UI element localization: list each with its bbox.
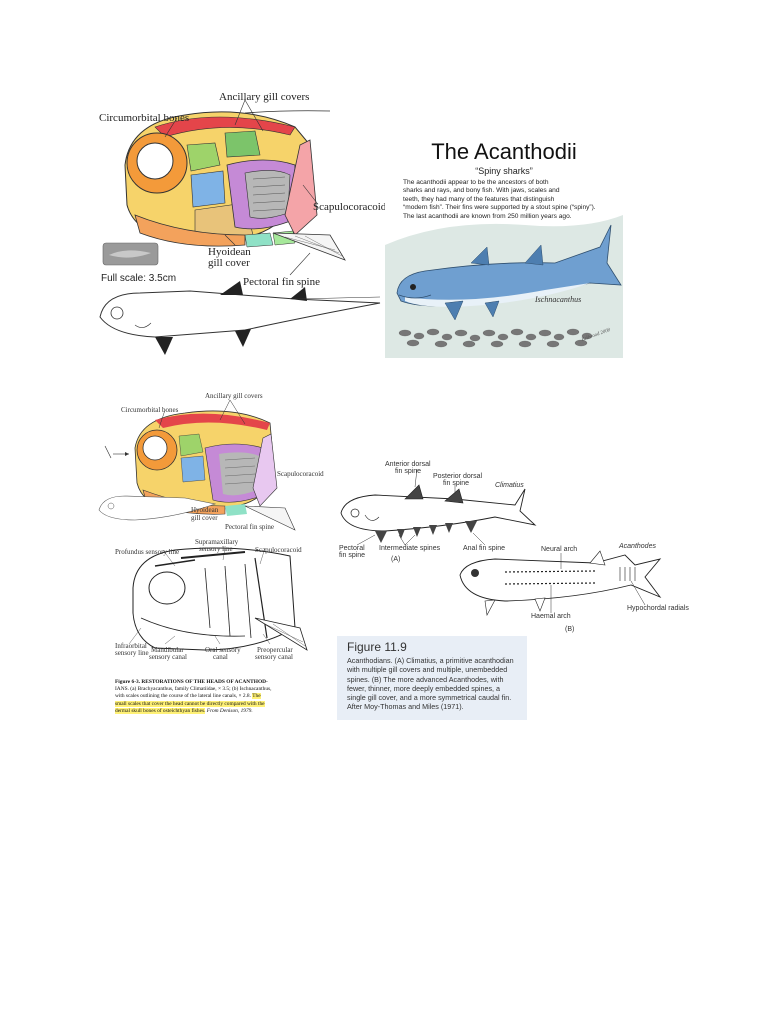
label-anterior-dorsal: Anterior dorsal: [385, 461, 431, 468]
figure-6-3: Ancillary gill covers Circumorbital bone…: [95, 388, 335, 678]
label-scapulocoracoid: Scapulocoracoid: [277, 470, 324, 478]
ischnacanthus-illustration: [385, 215, 623, 358]
acanthodii-line: The acanthodii appear to be the ancestor…: [403, 179, 549, 186]
label-part-b: (B): [565, 626, 575, 633]
caption-line: After Moy-Thomas and Miles (1971).: [347, 702, 464, 712]
acanthodii-line: sharks and rays, and bony fish. With jaw…: [403, 187, 560, 195]
caption-source: From Denison, 1979.: [205, 707, 253, 714]
acanthodii-subtitle: “Spiny sharks”: [475, 166, 533, 176]
caption-line: spines. (B) The more advanced Acanthodes…: [347, 674, 504, 684]
label-gill-cover: gill cover: [191, 514, 218, 522]
label-anal-fin-spine: Anal fin spine: [463, 545, 506, 552]
label-posterior-dorsal: Posterior dorsal: [433, 473, 483, 480]
label-hypochordal-radials: Hypochordal radials: [627, 605, 689, 612]
label-pectoral-fin-spine: fin spine: [339, 552, 366, 559]
label-hyoidean: Hyoidean: [208, 246, 251, 258]
figure-11-9-caption-box: Figure 11.9 Acanthodians. (A) Climatius,…: [337, 636, 527, 720]
figure-11-9-caption: Acanthodians. (A) Climatius, a primitive…: [347, 656, 514, 712]
label-preopercular: Preopercular: [257, 646, 293, 654]
label-climatius: Climatius: [495, 482, 524, 489]
figure-6-3-caption: Figure 6-3. RESTORATIONS OF THE HEADS OF…: [115, 679, 327, 715]
acanthodii-line: The last acanthodii are known from 250 m…: [403, 212, 572, 220]
label-circumorbital-bones: Circumorbital bones: [99, 112, 190, 124]
label-pectoral-fin-spine: Pectoral fin spine: [243, 276, 320, 288]
label-ancillary-gill-covers: Ancillary gill covers: [205, 392, 263, 400]
caption-line: Acanthodians. (A) Climatius, a primitive…: [347, 656, 514, 665]
label-neural-arch: Neural arch: [541, 546, 578, 553]
figure-11-9-drawings: [340, 468, 662, 616]
label-anterior-fin-spine: fin spine: [395, 468, 422, 475]
caption-line: IANS. (a) Brachyacanthus, family Climati…: [115, 686, 272, 693]
acanthodii-description: The acanthodii appear to be the ancestor…: [403, 179, 623, 221]
label-ischnacanthus: Ischnacanthus: [535, 295, 582, 304]
top-head-diagram: Ancillary gill covers Circumorbital bone…: [95, 85, 387, 360]
label-mandibular: Mandibular: [151, 646, 184, 654]
label-hyoidean: Hyoidean: [191, 506, 219, 514]
acanthodii-panel: The Acanthodii “Spiny sharks” The acanth…: [385, 135, 623, 358]
figure-11-9-title: Figure 11.9: [347, 640, 407, 654]
label-pectoral-fin-spine: Pectoral fin spine: [225, 523, 274, 531]
label-profundus-sensory-line: Profundus sensory line: [115, 548, 180, 556]
label-acanthodes: Acanthodes: [619, 543, 656, 550]
caption-line: with multiple gill covers and multiple, …: [347, 665, 508, 675]
label-ancillary-gill-covers: Ancillary gill covers: [219, 91, 310, 103]
label-infraorbital: Infraorbital: [115, 642, 147, 650]
label-supramaxillary-sensory-line: sensory line: [199, 545, 233, 553]
caption-highlight: The: [252, 693, 261, 700]
label-scapulocoracoid: Scapulocoracoid: [313, 201, 387, 213]
label-infraorbital-sensory-line: sensory line: [115, 649, 149, 657]
label-full-scale: Full scale: 3.5cm: [101, 273, 177, 284]
label-oral-canal: canal: [213, 653, 228, 661]
label-pectoral: Pectoral: [339, 545, 365, 552]
label-scapulocoracoid-b: Scapulocoracoid: [255, 546, 302, 554]
head-illustration: [99, 99, 381, 355]
label-gill-cover: gill cover: [208, 257, 250, 269]
caption-highlight: small scales that cover the head cannot …: [115, 700, 265, 707]
label-oral-sensory: Oral sensory: [205, 646, 241, 654]
label-preopercular-sensory-canal: sensory canal: [255, 653, 293, 661]
acanthodii-line: “modern fish”. Their fins were supported…: [403, 204, 596, 212]
label-circumorbital-bones: Circumorbital bones: [121, 406, 179, 414]
caption-highlight: dermal skull bones of osteichthyan fishe…: [115, 707, 206, 714]
figure-6-3-drawings: [98, 399, 308, 651]
acanthodii-line: teeth, they had many of the features tha…: [403, 195, 555, 203]
label-posterior-fin-spine: fin spine: [443, 480, 470, 487]
label-part-a: (A): [391, 556, 401, 563]
label-mandibular-sensory-canal: sensory canal: [149, 653, 187, 661]
label-supramaxillary: Supramaxillary: [195, 538, 239, 546]
figure-11-9-diagram: Anterior dorsal fin spine Posterior dors…: [335, 455, 689, 635]
label-haemal-arch: Haemal arch: [531, 613, 571, 620]
caption-line: fewer, thinner, more deeply embedded spi…: [347, 683, 501, 693]
caption-text: with scales outlining the course of the …: [115, 693, 253, 700]
caption-line: Figure 6-3. RESTORATIONS OF THE HEADS OF…: [115, 679, 268, 685]
caption-line: single gill cover, and a more symmetrica…: [347, 693, 512, 703]
acanthodii-title: The Acanthodii: [431, 139, 577, 164]
label-intermediate-spines: Intermediate spines: [379, 545, 441, 552]
